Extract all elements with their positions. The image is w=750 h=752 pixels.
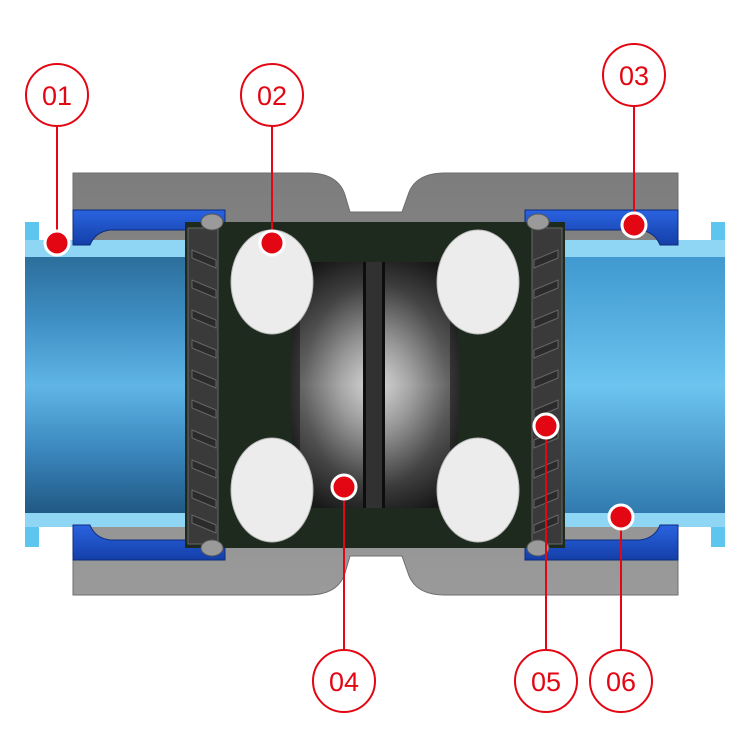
seal-ring-lower-right <box>436 437 520 543</box>
clamp-end-caps <box>200 213 550 557</box>
callout-04-label: 04 <box>329 667 359 697</box>
callout-01: 01 <box>25 63 89 257</box>
sealing-rings <box>230 229 520 543</box>
callout-02-label: 02 <box>257 81 287 111</box>
callout-02: 02 <box>240 63 304 257</box>
clamp-ring-left <box>72 209 226 561</box>
callout-06: 06 <box>589 503 653 713</box>
callout-01-label: 01 <box>42 81 72 111</box>
central-seal <box>290 262 460 508</box>
callout-05: 05 <box>514 412 578 713</box>
callout-03-label: 03 <box>619 61 649 91</box>
callout-06-label: 06 <box>606 667 636 697</box>
callout-03: 03 <box>602 43 666 239</box>
left-pipe <box>25 222 200 547</box>
grip-teeth-left <box>187 227 219 545</box>
callout-05-label: 05 <box>531 667 561 697</box>
seal-ring-lower-left <box>230 437 314 543</box>
callout-04: 04 <box>312 473 376 713</box>
seal-ring-upper-right <box>436 229 520 335</box>
right-pipe <box>555 222 725 547</box>
